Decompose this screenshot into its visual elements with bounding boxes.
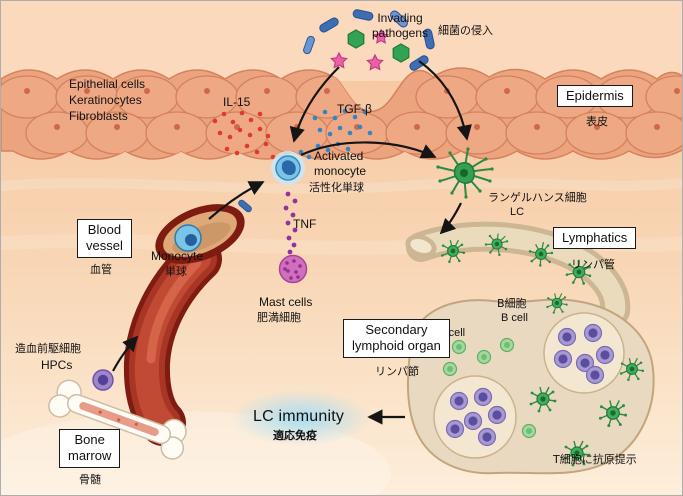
lymphatics-jp-label: リンパ管 bbox=[571, 258, 615, 271]
lymphatic-vessel bbox=[405, 221, 631, 326]
invading-pathogens-label: Invading pathogens bbox=[371, 11, 429, 40]
b-cell-jp-label: B細胞 bbox=[497, 297, 527, 310]
langerhans-cell bbox=[436, 147, 494, 199]
lc-immunity-glow bbox=[231, 390, 371, 446]
lc-immunity-jp-label: 適応免疫 bbox=[273, 429, 317, 442]
langerhans-abbr-label: LC bbox=[510, 206, 525, 218]
blood-vessel-box-label: Blood vessel bbox=[77, 219, 132, 258]
tgf-beta-label: TGF-β bbox=[337, 102, 372, 116]
il15-dots bbox=[212, 110, 276, 160]
monocyte-label: Monocyte bbox=[151, 249, 204, 263]
hpcs-jp-label: 造血前駆細胞 bbox=[15, 342, 81, 355]
secondary-lymphoid-box-label: Secondary lymphoid organ bbox=[343, 319, 450, 358]
il15-label: IL-15 bbox=[223, 95, 251, 109]
epidermis-jp-label: 表皮 bbox=[586, 115, 608, 128]
lc-immunity-label: LC immunity bbox=[253, 408, 345, 425]
mast-cell bbox=[278, 254, 308, 284]
pathogen-hex-icon bbox=[392, 43, 410, 63]
b-cell-label: B cell bbox=[501, 312, 528, 324]
bone bbox=[48, 379, 187, 460]
hpc-cell bbox=[92, 369, 114, 391]
mast-cells-jp-label: 肥満細胞 bbox=[257, 311, 301, 324]
activated-monocyte-label: Activated monocyte bbox=[314, 149, 367, 178]
tnf-dots bbox=[283, 191, 298, 255]
langerhans-jp-label: ランゲルハンス細胞 bbox=[488, 191, 587, 204]
blood-vessel-jp-label: 血管 bbox=[90, 263, 112, 276]
lymphatics-box-label: Lymphatics bbox=[553, 227, 637, 250]
epidermis-box-label: Epidermis bbox=[557, 85, 633, 108]
flow-arrows bbox=[112, 60, 472, 425]
mast-cells-label: Mast cells bbox=[259, 295, 313, 309]
monocyte-cell bbox=[174, 224, 202, 252]
antigen-presentation-jp-label: T細胞に抗原提示 bbox=[553, 453, 637, 466]
monocyte-jp-label: 単球 bbox=[165, 265, 187, 278]
bone-marrow-box-label: Bone marrow bbox=[59, 429, 121, 468]
blood-vessel bbox=[123, 198, 254, 446]
activated-monocyte-jp-label: 活性化単球 bbox=[309, 181, 364, 194]
bone-marrow-jp-label: 骨髄 bbox=[79, 473, 101, 486]
surface-layer bbox=[1, 1, 682, 81]
hpcs-label: HPCs bbox=[41, 358, 73, 372]
epithelial-cells-label: Epithelial cells Keratinocytes Fibroblas… bbox=[69, 77, 146, 123]
tnf-label: TNF bbox=[293, 217, 317, 231]
activated-monocyte-cell bbox=[271, 151, 305, 185]
secondary-lymphoid-jp-label: リンパ節 bbox=[375, 365, 419, 378]
invading-pathogens-jp-label: 細菌の侵入 bbox=[438, 24, 493, 37]
lymphoid-organ bbox=[406, 292, 655, 475]
